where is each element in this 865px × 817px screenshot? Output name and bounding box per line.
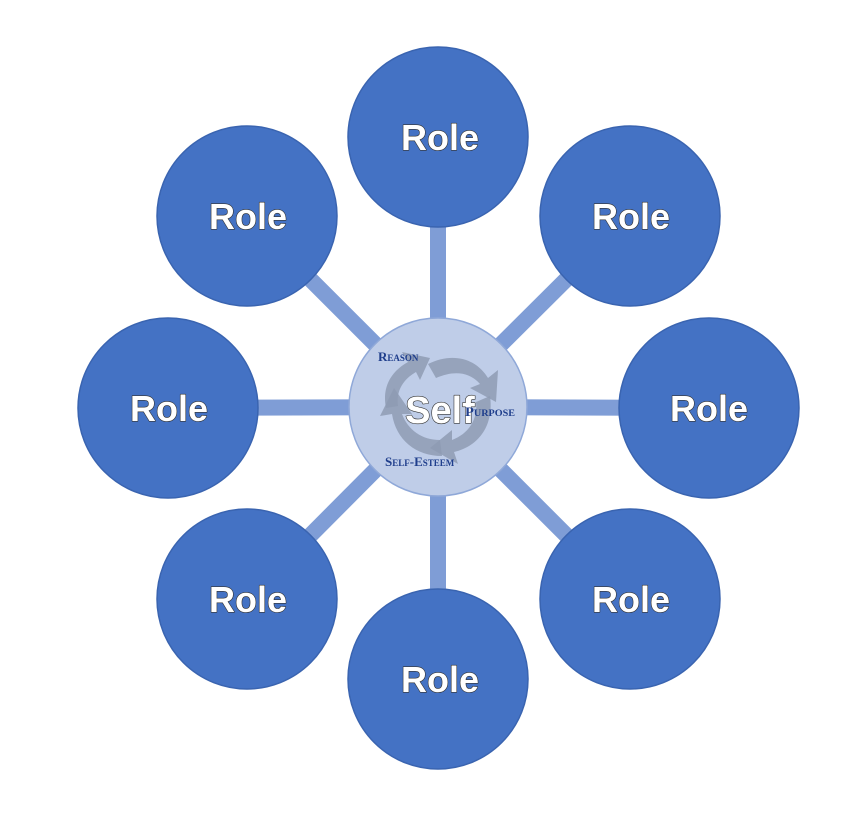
cycle-arrows-icon	[380, 352, 498, 464]
role-label-top-right: Role	[592, 196, 670, 237]
role-circle-top-shape	[347, 46, 529, 228]
role-circle-bottom-shape	[347, 588, 529, 770]
role-circle-left-shape	[77, 317, 259, 499]
role-label-bottom-right: Role	[592, 579, 670, 620]
role-circle-bottom-right-shape	[539, 508, 721, 690]
role-circle-left: Role	[77, 317, 259, 499]
role-label-bottom-left: Role	[209, 579, 287, 620]
self-circle-shape	[348, 317, 528, 497]
role-circle-top-right-shape	[539, 125, 721, 307]
cycle-arrow-2	[430, 396, 491, 464]
role-circle-bottom-right: Role	[539, 508, 721, 690]
role-circle-bottom-left-shape	[156, 508, 338, 690]
role-label-right: Role	[670, 388, 748, 429]
cycle-arrow-4	[384, 352, 430, 408]
role-circle-top: Role	[347, 46, 529, 228]
role-circle-top-right: Role	[539, 125, 721, 307]
role-circle-top-left-shape	[156, 125, 338, 307]
self-esteem-label: Self-Esteem	[385, 454, 455, 469]
purpose-label: Purpose	[465, 404, 515, 419]
cycle-arrow-1	[428, 357, 498, 402]
role-label-top: Role	[401, 117, 479, 158]
role-label-bottom: Role	[401, 659, 479, 700]
self-circle: Self Reason Purpose Self-Esteem	[348, 317, 528, 497]
role-label-top-left: Role	[209, 196, 287, 237]
role-label-left: Role	[130, 388, 208, 429]
role-circle-right: Role	[618, 317, 800, 499]
self-label: Self	[405, 390, 475, 432]
role-circle-top-left: Role	[156, 125, 338, 307]
role-circle-bottom-left: Role	[156, 508, 338, 690]
role-circle-bottom: Role	[347, 588, 529, 770]
reason-label: Reason	[378, 349, 419, 364]
role-circle-right-shape	[618, 317, 800, 499]
